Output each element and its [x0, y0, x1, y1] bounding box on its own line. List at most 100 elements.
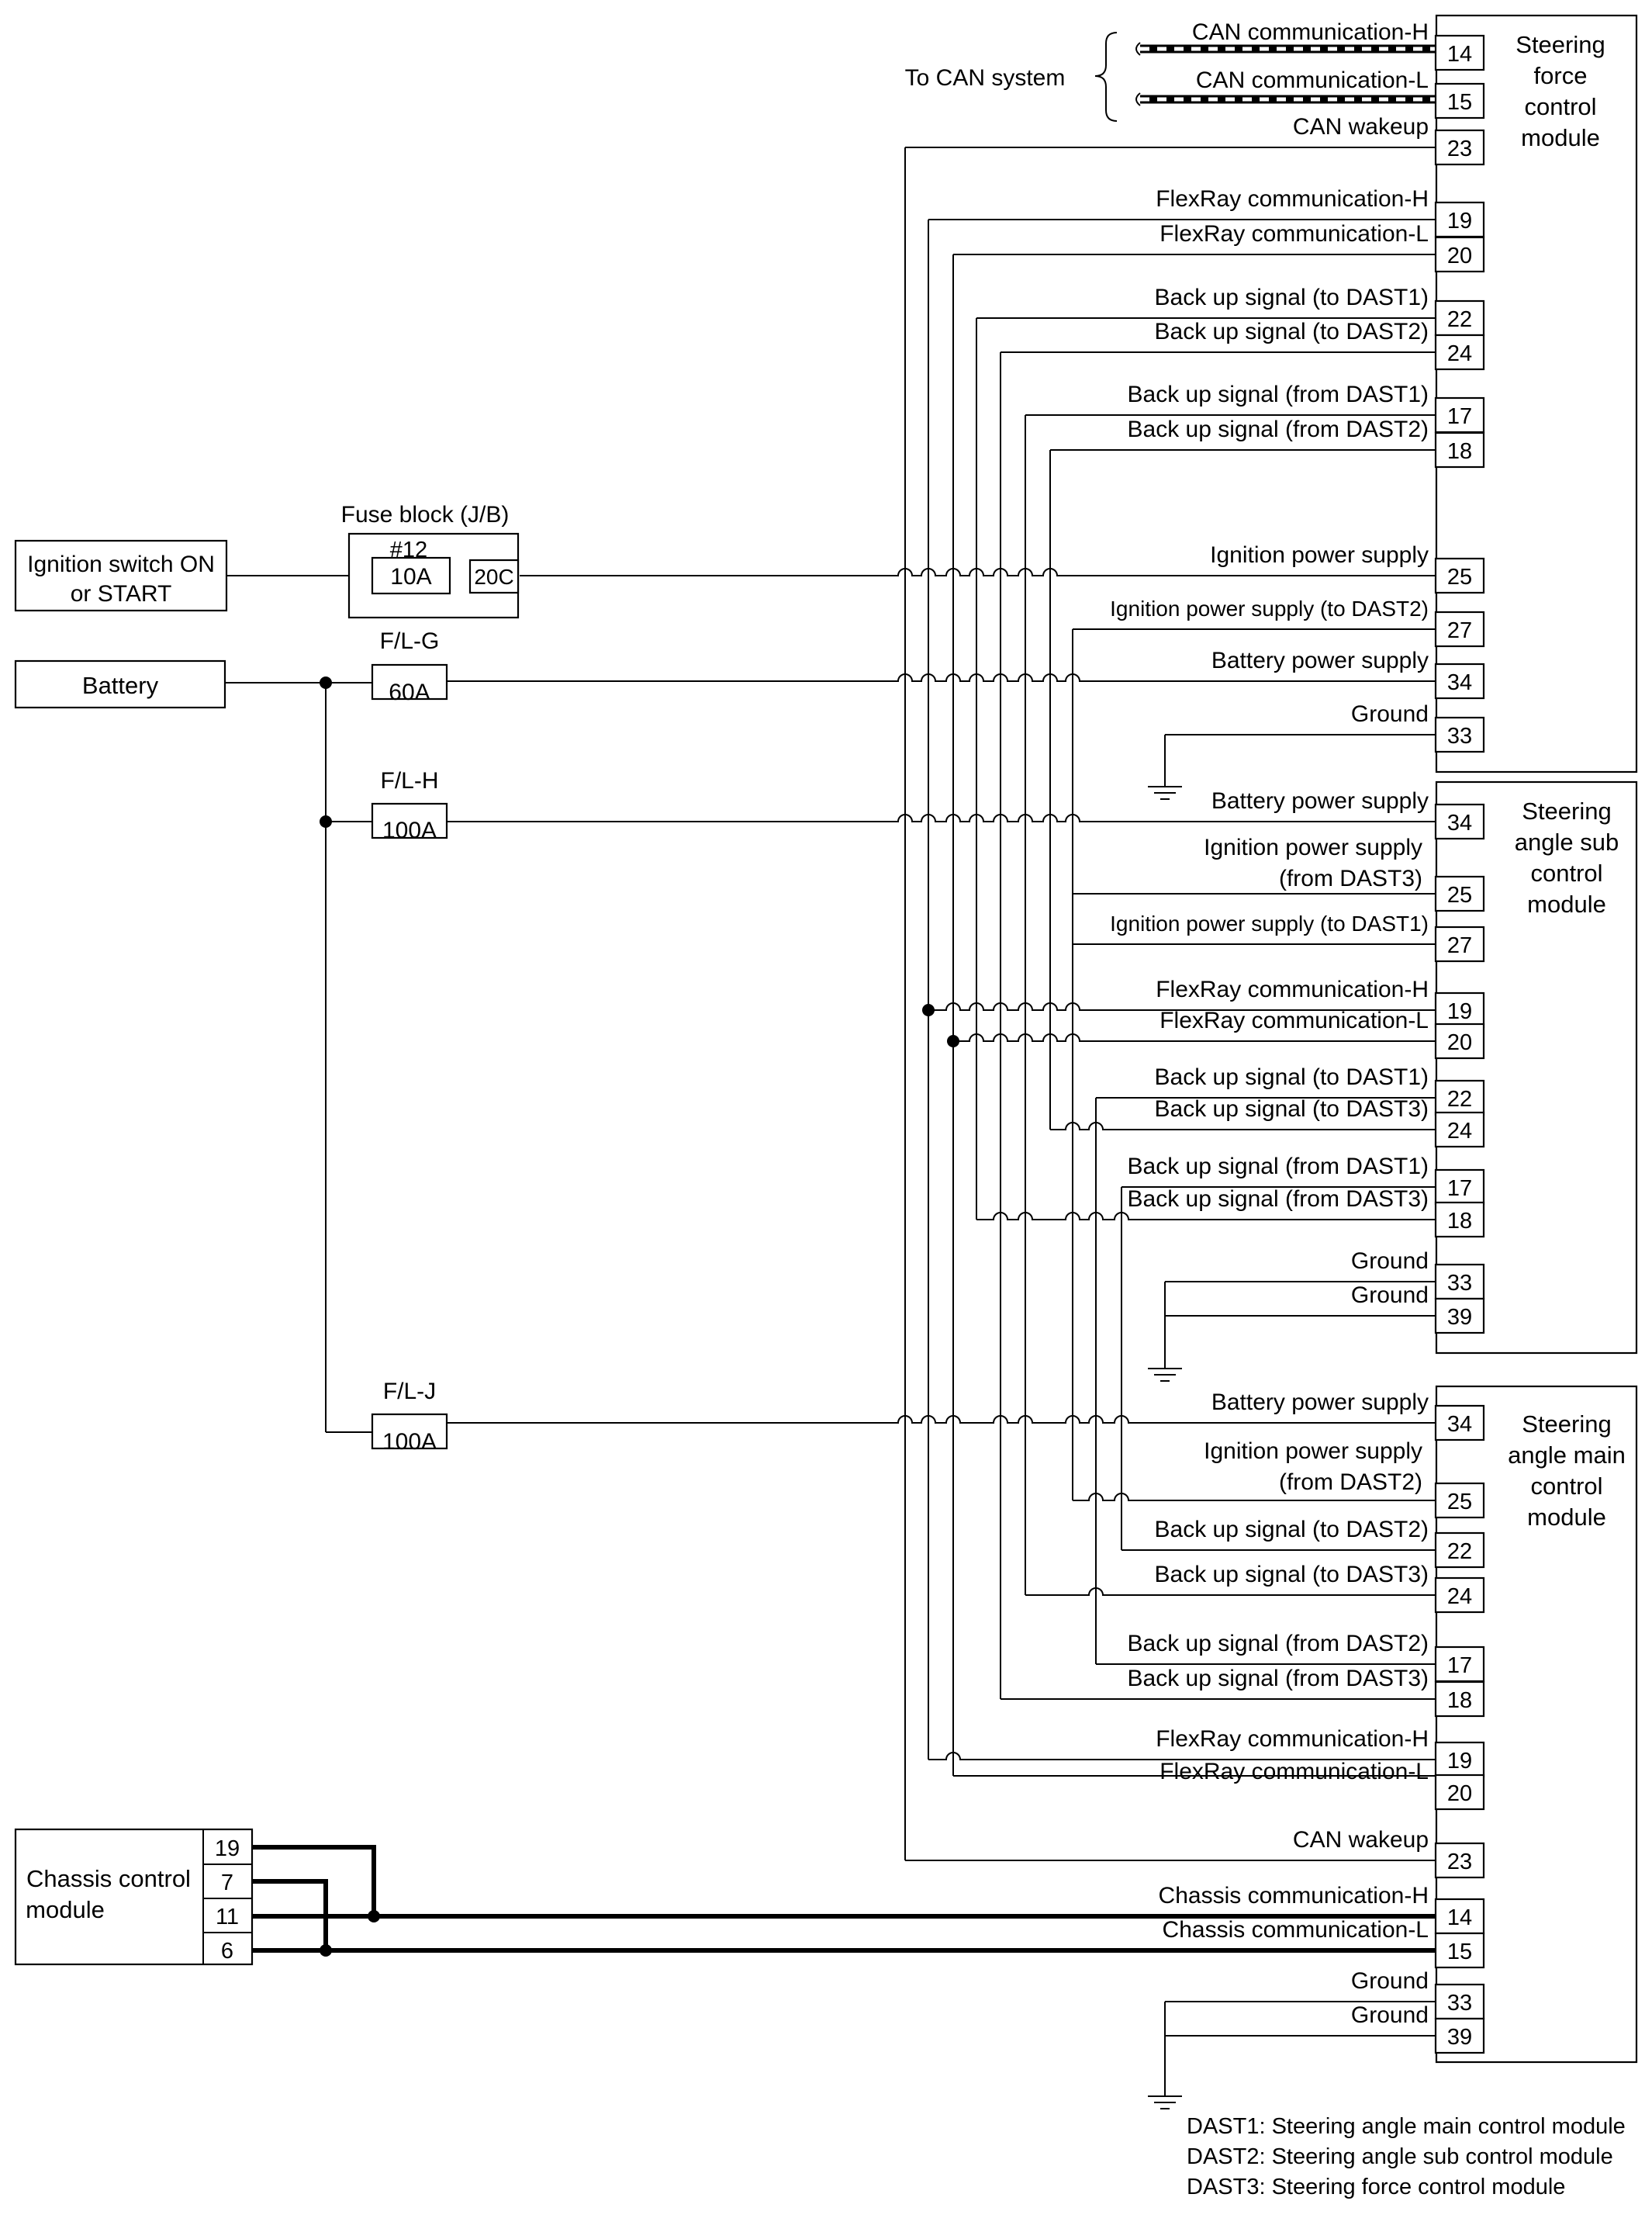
sasub-pin-number: 20 [1447, 1030, 1472, 1055]
can-end [1135, 42, 1141, 56]
samain-terminal-label: Back up signal (from DAST3) [1128, 1666, 1429, 1691]
sasub-pin-27 [1434, 926, 1485, 963]
fusible-link [371, 1413, 448, 1450]
sfcm-terminal-label: Ignition power supply (to DAST2) [1110, 597, 1429, 621]
harness-wire [445, 814, 1436, 822]
sfcm-name: Steering [1515, 31, 1605, 58]
sasub-terminal-label: FlexRay communication-H [1156, 977, 1429, 1002]
chassis-wire [252, 1879, 328, 1950]
samain-pin-33 [1434, 1983, 1485, 2020]
components [14, 14, 1638, 2064]
sasub-terminal-label: Battery power supply [1211, 788, 1429, 814]
sfcm-pin-number: 24 [1447, 341, 1472, 366]
sasub-terminal-label: Ignition power supply (to DAST1) [1110, 912, 1429, 936]
sfcm-terminal-label: Back up signal (to DAST2) [1155, 319, 1429, 344]
sfcm-pin-number: 33 [1447, 724, 1472, 749]
samain-pin-22 [1434, 1531, 1485, 1569]
sasub-terminal-label: Back up signal (from DAST1) [1128, 1154, 1429, 1179]
samain-name: module [1527, 1504, 1606, 1531]
junction-dot [947, 1035, 959, 1047]
battery-label: Battery [82, 672, 159, 699]
junction-dot [368, 1910, 380, 1922]
junction-dot [320, 815, 332, 828]
ccm-pin-number: 19 [215, 1836, 240, 1861]
sasub-pin-20 [1434, 1023, 1485, 1060]
samain-name: Steering [1522, 1410, 1611, 1438]
sasub-pin-number: 17 [1447, 1176, 1472, 1201]
can-system-label: To CAN system [905, 65, 1066, 91]
samain-pin-number: 20 [1447, 1781, 1472, 1806]
sfcm-pin-27 [1434, 611, 1485, 648]
sfcm-terminal-label: Back up signal (to DAST1) [1155, 285, 1429, 310]
samain-pin-24 [1434, 1576, 1485, 1614]
harness-wire [520, 568, 1436, 576]
samain-pin-39 [1434, 2017, 1485, 2054]
samain-pin-number: 34 [1447, 1412, 1472, 1437]
sfcm-pin-18 [1434, 431, 1485, 469]
can-end [1135, 92, 1141, 106]
battery-box [14, 659, 226, 709]
samain-name: angle main [1508, 1441, 1626, 1469]
sfcm-pin-34 [1434, 663, 1485, 700]
sfcm-pin-number: 23 [1447, 137, 1472, 161]
sasub-pin-39 [1434, 1297, 1485, 1334]
sasub-terminal-label: FlexRay communication-L [1160, 1008, 1429, 1033]
fusible-link-rating: 100A [382, 1429, 437, 1455]
harness-wire [445, 673, 1436, 682]
fusible-link [371, 663, 448, 701]
samain-terminal-label: Back up signal (to DAST2) [1155, 1517, 1429, 1542]
harness-wire [928, 1002, 1436, 1011]
sasub-terminal-label: Ignition power supply [1204, 835, 1422, 860]
sasub-name: angle sub [1515, 829, 1619, 856]
fusible-link-name: F/L-H [381, 768, 439, 794]
sasub-pin-24 [1434, 1111, 1485, 1148]
ignition-switch-label: or START [71, 581, 172, 607]
sfcm-terminal-label: CAN communication-L [1196, 67, 1429, 93]
sfcm-terminal-label: Back up signal (from DAST2) [1128, 417, 1429, 442]
connector-label: 20C [474, 565, 513, 589]
ccm-pin-number: 7 [221, 1870, 233, 1895]
ignition-switch-box [14, 539, 228, 612]
samain-pin-number: 17 [1447, 1653, 1472, 1678]
samain-terminal-label: Battery power supply [1211, 1389, 1429, 1415]
samain-pin-15 [1434, 1932, 1485, 1969]
fuse-block-title: Fuse block (J/B) [341, 502, 510, 528]
sasub-pin-18 [1434, 1201, 1485, 1238]
sasub-pin-number: 39 [1447, 1305, 1472, 1330]
samain-terminal-label: Back up signal (to DAST3) [1155, 1562, 1429, 1587]
sfcm-pin-19 [1434, 201, 1485, 238]
legend-entry: DAST1: Steering angle main control modul… [1187, 2114, 1626, 2139]
sasub-pin-number: 24 [1447, 1119, 1472, 1144]
samain-terminal-label: Chassis communication-H [1159, 1883, 1429, 1909]
sasub-name: Steering [1522, 798, 1611, 825]
sfcm-pin-20 [1434, 236, 1485, 273]
samain-terminal-label: Ground [1351, 2002, 1429, 2028]
sasub-terminal-label: Ground [1351, 1248, 1429, 1274]
sasub-pin-number: 33 [1447, 1271, 1472, 1296]
sfcm-pin-number: 25 [1447, 565, 1472, 590]
sfcm-pin-23 [1434, 129, 1485, 166]
fusible-link-rating: 60A [389, 680, 430, 705]
samain-terminal-label: CAN wakeup [1293, 1827, 1429, 1853]
sfcm-name: module [1521, 124, 1600, 151]
sfcm-pin-number: 14 [1447, 42, 1472, 67]
samain-pin-number: 18 [1447, 1688, 1472, 1713]
sasub-terminal-label: Ground [1351, 1282, 1429, 1308]
sfcm-terminal-label: CAN wakeup [1293, 114, 1429, 140]
harness-wire [1050, 1122, 1436, 1130]
junction-dot [320, 677, 332, 689]
samain-pin-number: 22 [1447, 1539, 1472, 1564]
sasub-name: control [1530, 860, 1602, 887]
sasub-pin-number: 18 [1447, 1209, 1472, 1234]
sasub-pin-17 [1434, 1168, 1485, 1206]
sfcm-pin-25 [1434, 557, 1485, 594]
fuse-number: #12 [390, 538, 427, 562]
samain-pin-20 [1434, 1774, 1485, 1811]
sfcm-name: force [1534, 62, 1588, 89]
sfcm-terminal-label: CAN communication-H [1192, 19, 1429, 45]
connector-20c [468, 559, 520, 594]
sasub-pin-number: 25 [1447, 883, 1472, 908]
labels: SteeringforcecontrolmoduleSteeringangle … [26, 19, 1626, 2199]
junction-dot [320, 1944, 332, 1957]
sfcm-pin-number: 19 [1447, 209, 1472, 234]
